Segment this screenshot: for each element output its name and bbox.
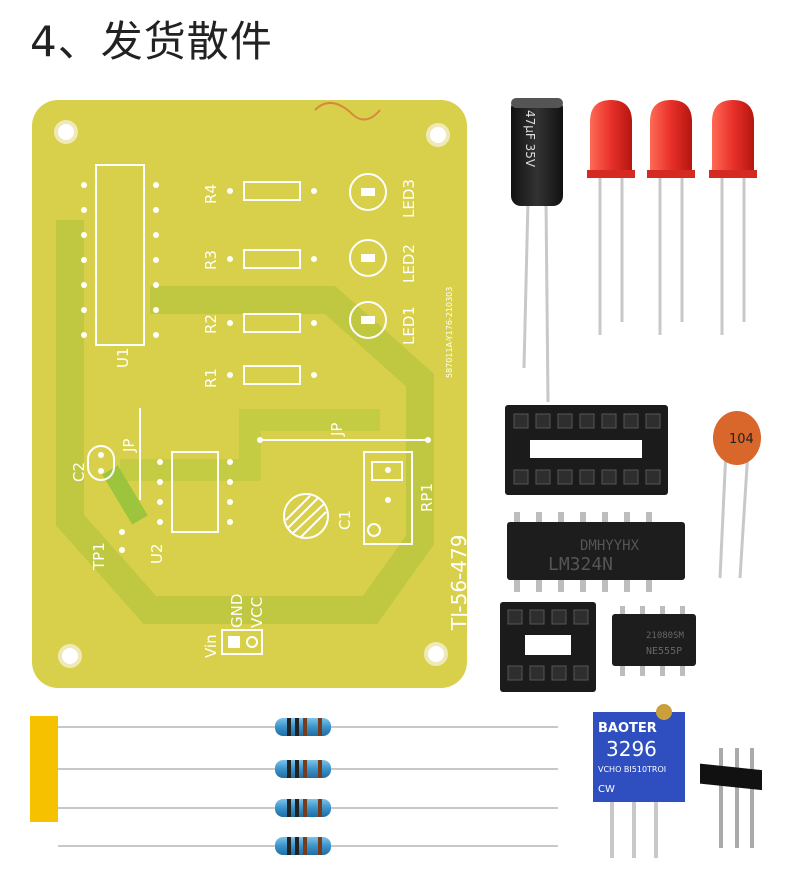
pcb-label-r2: R2: [202, 314, 220, 334]
pcb-serial: 587011A-Y176-210303: [445, 287, 454, 378]
pcb-label-rp1: RP1: [418, 483, 436, 512]
pcb-label-u1: U1: [114, 347, 132, 368]
resistor-4: [275, 837, 331, 855]
pin-header: [700, 748, 762, 848]
pcb-board-id: TJ-56-479: [447, 535, 471, 631]
pcb-label-jp-top: JP: [328, 423, 346, 437]
electrolytic-capacitor: 47μF 35V: [511, 98, 563, 403]
pcb-label-vin: Vin: [202, 634, 220, 658]
pcb-label-r3: R3: [202, 250, 220, 270]
page-title: 4、发货散件: [30, 17, 273, 66]
pcb-label-gnd: GND: [228, 594, 246, 628]
ic-large-brand: DMHYYHX: [580, 538, 640, 554]
resistor-3: [275, 799, 331, 817]
resistor-2: [275, 760, 331, 778]
pot-sub: VCHO BI510TROI: [598, 765, 666, 774]
pcb-label-c2: C2: [70, 462, 88, 482]
ceramic-capacitor: 104: [713, 411, 761, 579]
pcb-label-vcc: VCC: [248, 597, 266, 628]
ic-large-part: LM324N: [548, 554, 613, 575]
red-led-1: [587, 100, 635, 335]
pcb-label-led1: LED1: [400, 306, 418, 345]
pcb-label-jp-left: JP: [120, 439, 138, 453]
pcb-label-r4: R4: [202, 184, 220, 204]
trimmer-potentiometer: BAOTER 3296 VCHO BI510TROI CW: [593, 704, 685, 858]
pot-cw: CW: [598, 784, 615, 795]
pcb-label-led3: LED3: [400, 179, 418, 218]
red-led-2: [647, 100, 695, 335]
resistor-tape: [30, 716, 558, 855]
ic-small-part: NE555P: [646, 646, 682, 657]
pcb-label-u2: U2: [148, 543, 166, 564]
pcb-label-tp1: TP1: [90, 542, 108, 571]
ic-small-brand: 21080SM: [646, 631, 685, 641]
pcb-board: U1 R4 R3 R2 R1 LED3 LED2 LED1 587011A-Y1…: [32, 100, 471, 688]
pcb-label-c1: C1: [336, 510, 354, 530]
ceramic-cap-code: 104: [729, 432, 754, 447]
ic-lm324: DMHYYHX LM324N: [507, 512, 685, 592]
pcb-label-r1: R1: [202, 368, 220, 388]
red-led-3: [709, 100, 757, 335]
ic-socket-8pin: [500, 602, 596, 692]
pot-model: 3296: [606, 737, 657, 761]
resistor-1: [275, 718, 331, 736]
pot-brand: BAOTER: [598, 721, 657, 736]
pcb-label-led2: LED2: [400, 244, 418, 283]
ic-ne555: 21080SM NE555P: [612, 606, 696, 676]
capacitor-label: 47μF 35V: [523, 110, 537, 168]
ic-socket-14pin: [505, 405, 668, 495]
